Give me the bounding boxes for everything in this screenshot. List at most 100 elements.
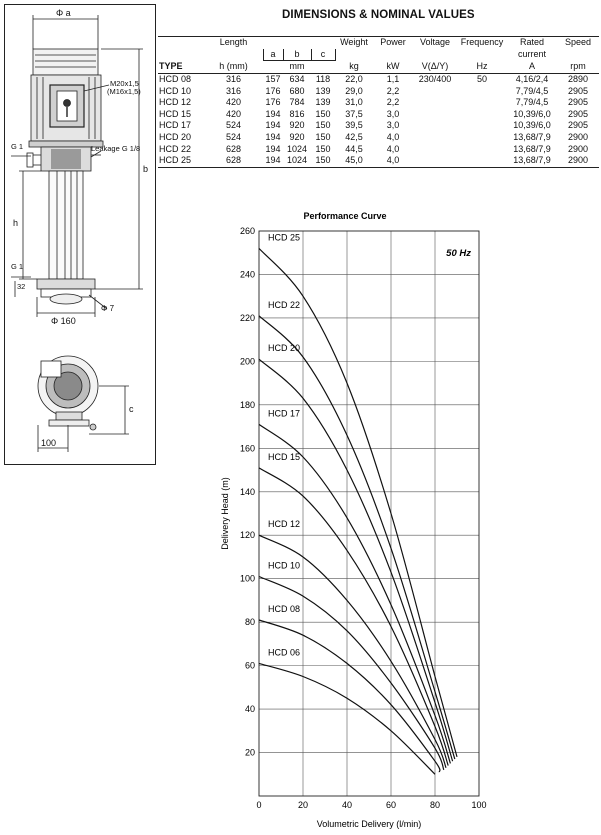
label-phi-7: Φ 7 xyxy=(101,304,115,313)
cell-rpm: 2905 xyxy=(567,108,589,119)
cell-hz xyxy=(457,109,507,121)
x-tick-label: 0 xyxy=(256,800,261,810)
cell-amp: 13,68/7,9 xyxy=(513,132,551,143)
cell-b: 920 xyxy=(289,132,305,143)
cell-h: 420 xyxy=(225,97,242,108)
series-label: HCD 15 xyxy=(268,452,300,462)
cell-amp: 10,39/6,0 xyxy=(513,120,551,131)
cell-h: 524 xyxy=(225,132,242,143)
header-row-1: Length Weight Power Voltage Frequency Ra… xyxy=(158,35,599,49)
series-label: HCD 25 xyxy=(268,232,300,242)
cell-hz xyxy=(457,154,507,168)
cell-hz xyxy=(457,97,507,109)
cell-c: 150 xyxy=(315,143,331,154)
y-tick-label: 120 xyxy=(240,530,255,540)
label-phi-a: Φ a xyxy=(56,8,71,18)
series-label: HCD 06 xyxy=(268,647,300,657)
cell-kg: 42,5 xyxy=(345,132,363,143)
header-power: Power xyxy=(373,35,413,49)
y-axis-label: Delivery Head (m) xyxy=(220,477,230,550)
y-tick-label: 180 xyxy=(240,400,255,410)
unit-h: h (mm) xyxy=(204,60,263,74)
label-dim-h: h xyxy=(13,218,19,228)
y-tick-label: 60 xyxy=(245,661,255,671)
y-tick-label: 200 xyxy=(240,356,255,366)
cell-h: 420 xyxy=(225,108,242,119)
series-line xyxy=(258,423,451,764)
series-label: HCD 10 xyxy=(268,561,300,571)
cell-c: 118 xyxy=(315,74,331,85)
header-a: a xyxy=(262,48,284,62)
cell-hz xyxy=(457,120,507,132)
cell-v xyxy=(413,132,457,144)
series-label: HCD 17 xyxy=(268,408,300,418)
y-tick-label: 160 xyxy=(240,443,255,453)
cell-v: 230/400 xyxy=(418,74,452,85)
cell-c: 150 xyxy=(315,132,331,143)
cell-b: 634 xyxy=(289,74,305,85)
cell-kg: 45,0 xyxy=(335,154,373,168)
cell-a: 194 xyxy=(265,120,281,131)
cell-type: HCD 10 xyxy=(159,85,192,96)
cell-v xyxy=(413,109,457,121)
series-label: HCD 08 xyxy=(268,604,300,614)
series-line xyxy=(258,467,449,766)
unit-kg: kg xyxy=(335,60,373,74)
label-g1-bottom: G 1 xyxy=(11,262,24,271)
header-voltage: Voltage xyxy=(413,35,457,49)
plot-frame xyxy=(258,230,480,797)
series-line xyxy=(258,662,436,775)
chart-annotation: 50 Hz xyxy=(446,248,471,259)
series-label: HCD 22 xyxy=(268,300,300,310)
cell-c: 150 xyxy=(315,108,331,119)
cell-amp: 13,68/7,9 xyxy=(507,154,557,168)
x-tick-label: 100 xyxy=(471,800,486,810)
header-current: current xyxy=(517,49,546,60)
cell-amp: 4,16/2,4 xyxy=(515,74,549,85)
label-leakage: Leakage G 1/8 xyxy=(91,144,141,153)
chart-title: Performance Curve xyxy=(303,211,386,221)
label-dim-100: 100 xyxy=(41,438,57,448)
cell-hz: 50 xyxy=(476,74,487,85)
header-rated: Rated xyxy=(507,35,557,49)
cell-kw: 1,1 xyxy=(386,74,400,85)
y-tick-label: 100 xyxy=(240,574,255,584)
series-label: HCD 12 xyxy=(268,519,300,529)
cell-kg: 29,0 xyxy=(345,85,363,96)
cell-a: 194 xyxy=(263,154,283,168)
cell-hz xyxy=(457,132,507,144)
cell-kg: 39,5 xyxy=(345,120,363,131)
cell-h: 316 xyxy=(225,85,242,96)
series-line xyxy=(258,358,454,762)
cell-rpm: 2900 xyxy=(567,143,589,154)
y-tick-label: 40 xyxy=(245,704,255,714)
series-line xyxy=(258,619,441,773)
label-motor-thread: M20x1,5 xyxy=(110,79,139,88)
cell-rpm: 2905 xyxy=(567,97,589,108)
cell-kw: 3,0 xyxy=(386,120,400,131)
cell-kg: 31,0 xyxy=(345,97,363,108)
y-tick-label: 80 xyxy=(245,617,255,627)
cell-c: 150 xyxy=(311,154,335,168)
label-g1-top: G 1 xyxy=(11,142,24,151)
cell-h: 316 xyxy=(225,74,242,85)
cell-a: 176 xyxy=(265,97,281,108)
x-tick-label: 80 xyxy=(430,800,440,810)
table-title: DIMENSIONS & NOMINAL VALUES xyxy=(282,9,475,21)
cell-a: 194 xyxy=(265,132,281,143)
y-tick-label: 260 xyxy=(240,226,255,236)
cell-b: 920 xyxy=(289,120,305,131)
cell-v xyxy=(413,143,457,155)
cell-b: 1024 xyxy=(286,143,308,154)
x-tick-label: 20 xyxy=(298,800,308,810)
unit-v: V(Δ/Y) xyxy=(413,60,457,74)
header-b: b xyxy=(282,48,312,62)
cell-b: 784 xyxy=(289,97,305,108)
